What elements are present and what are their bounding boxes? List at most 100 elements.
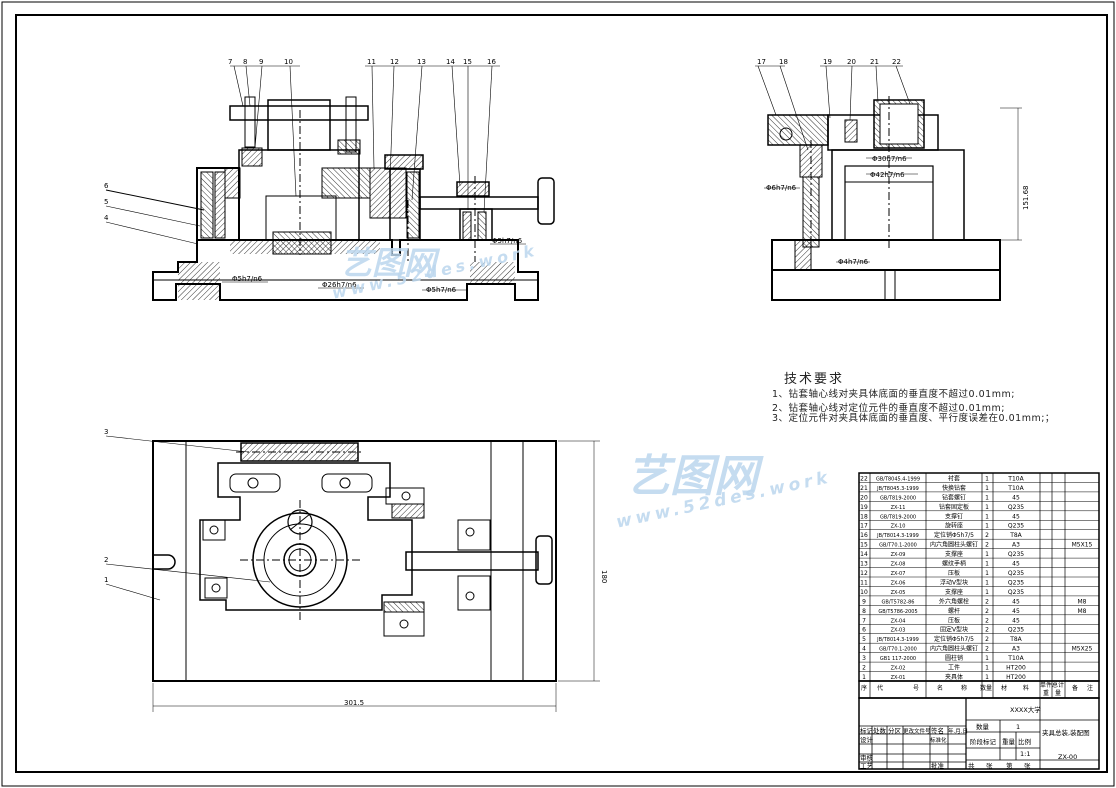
bom-header-label: 单件 xyxy=(1040,681,1052,689)
review-label: 审核 xyxy=(860,753,874,762)
bom-cell-qty: 2 xyxy=(985,532,989,539)
dim-42h7n6: Φ42h7/n6 xyxy=(870,171,905,179)
balloon-9: 9 xyxy=(259,58,263,66)
bom-cell-code: JB/T8014.3-1999 xyxy=(876,533,919,539)
balloon-10: 10 xyxy=(284,58,293,66)
bom-cell-no: 14 xyxy=(860,551,868,558)
bom-cell-code: GB/T8045.4-1999 xyxy=(876,476,920,482)
bom-cell-no: 7 xyxy=(862,617,866,624)
bom-cell-qty: 1 xyxy=(985,513,989,520)
sheet-no-label: 第 xyxy=(1006,761,1013,770)
bom-cell-name: 外六角螺栓 xyxy=(939,597,969,605)
bom-cell-name: 螺纹手柄 xyxy=(942,560,966,568)
bom-cell-note: M5X15 xyxy=(1072,542,1093,549)
dim-5h7n6-b: Φ5h7/n6 xyxy=(426,286,457,294)
bom-header-label: 料 xyxy=(1023,684,1029,692)
balloon-2: 2 xyxy=(104,556,108,564)
weight-label: 重量 xyxy=(1002,738,1016,746)
dim-5h7n6-a: Φ5h7/n6 xyxy=(232,275,263,283)
bom-cell-code: GB/T70.1-2000 xyxy=(879,543,917,549)
bom-cell-no: 3 xyxy=(862,655,866,662)
bom-cell-no: 6 xyxy=(862,627,866,634)
sheet-label-1: 张 xyxy=(986,761,993,770)
bom-cell-qty: 1 xyxy=(985,570,989,577)
approve-label: 批准 xyxy=(931,761,945,770)
bom-cell-name: 压板 xyxy=(948,616,960,624)
bom-cell-no: 15 xyxy=(860,542,868,549)
bom-cell-qty: 2 xyxy=(985,608,989,615)
balloon-7: 7 xyxy=(228,58,232,66)
balloon-19: 19 xyxy=(823,58,832,66)
bom-cell-qty: 1 xyxy=(985,485,989,492)
bom-cell-qty: 2 xyxy=(985,636,989,643)
bom-cell-no: 16 xyxy=(860,532,868,539)
bom-cell-mat: A3 xyxy=(1012,542,1020,549)
tech-requirements-title: 技术要求 xyxy=(784,372,845,387)
bom-cell-qty: 1 xyxy=(985,674,989,681)
balloon-1: 1 xyxy=(104,576,108,584)
balloon-22: 22 xyxy=(892,58,901,66)
bom-cell-name: 钻套固定板 xyxy=(939,503,969,511)
bom-cell-mat: Q235 xyxy=(1008,504,1024,511)
bom-cell-name: 支撑座 xyxy=(945,550,963,558)
bom-cell-mat: Q235 xyxy=(1008,589,1024,596)
bom-cell-qty: 1 xyxy=(985,551,989,558)
qty-value: 1 xyxy=(1016,723,1020,731)
bom-cell-note: M8 xyxy=(1078,608,1087,615)
balloon-14: 14 xyxy=(446,58,455,66)
bom-cell-name: 固定V型块 xyxy=(940,626,968,634)
bom-cell-qty: 1 xyxy=(985,589,989,596)
bom-cell-no: 10 xyxy=(860,589,868,596)
bom-cell-name: 定位销Φ5h7/5 xyxy=(934,635,974,643)
dim-180: 180 xyxy=(600,570,608,583)
stage-label: 阶段标记 xyxy=(970,737,997,746)
bom-cell-qty: 1 xyxy=(985,579,989,586)
date-label: 年.月.日 xyxy=(948,727,968,735)
drawing-name: 夹具总装,装配图 xyxy=(1042,728,1090,737)
count-label: 处数 xyxy=(873,726,887,735)
bom-cell-qty: 1 xyxy=(985,475,989,482)
tech-requirement-1: 1、钻套轴心线对夹具体底面的垂直度不超过0.01mm; xyxy=(772,389,1015,400)
mark-label: 标记 xyxy=(860,726,874,735)
balloon-17: 17 xyxy=(757,58,766,66)
balloon-5: 5 xyxy=(104,198,108,206)
bom-cell-code: ZX-02 xyxy=(891,666,906,672)
bom-cell-code: ZX-07 xyxy=(891,571,906,577)
bom-cell-code: JB/T8045.3-1999 xyxy=(876,486,919,492)
balloon-6: 6 xyxy=(104,182,109,190)
bom-cell-mat: T10A xyxy=(1007,655,1024,662)
bom-cell-mat: Q235 xyxy=(1008,579,1024,586)
title-block-text: XXXX大学 夹具总装,装配图 ZX-00 数量 1 阶段标记 重量 比例 1:… xyxy=(860,705,1090,770)
bom-cell-code: GB/T5782-86 xyxy=(882,599,915,605)
bom-cell-no: 11 xyxy=(860,579,868,586)
bom-cell-no: 12 xyxy=(860,570,868,577)
bom-cell-name: 螺杆 xyxy=(948,607,960,615)
design-label: 设计 xyxy=(860,735,874,744)
bom-header-label: 备 xyxy=(1072,684,1078,692)
tech-requirement-2: 2、钻套轴心线对定位元件的垂直度不超过0.01mm; xyxy=(772,403,1005,414)
bom-cell-code: GB/T819-2000 xyxy=(880,514,916,520)
change-label: 更改文件号 xyxy=(903,727,931,735)
bom-cell-qty: 1 xyxy=(985,561,989,568)
bom-cell-name: 定位销Φ5h7/5 xyxy=(934,531,974,539)
bom-cell-name: 圆柱销 xyxy=(945,654,963,662)
bom-cell-code: ZX-09 xyxy=(891,552,906,558)
balloon-12: 12 xyxy=(390,58,399,66)
school-name: XXXX大学 xyxy=(1010,705,1041,714)
scale-value: 1:1 xyxy=(1020,750,1030,758)
bom-cell-code: ZX-05 xyxy=(891,590,906,596)
bom-cell-mat: 45 xyxy=(1012,494,1020,501)
bom-cell-no: 17 xyxy=(860,523,868,530)
bom-cell-qty: 2 xyxy=(985,542,989,549)
top-view xyxy=(105,435,600,712)
bom-cell-code: ZX-06 xyxy=(891,580,906,586)
bom-cell-name: 内六角圆柱头螺钉 xyxy=(930,541,978,549)
drawing-number: ZX-00 xyxy=(1058,753,1077,761)
bom-header-label: 号 xyxy=(913,685,919,692)
bom-header-label: 量 xyxy=(1055,690,1061,697)
bom-cell-mat: Q235 xyxy=(1008,551,1024,558)
bom-cell-no: 21 xyxy=(860,485,868,492)
balloon-15: 15 xyxy=(463,58,472,66)
